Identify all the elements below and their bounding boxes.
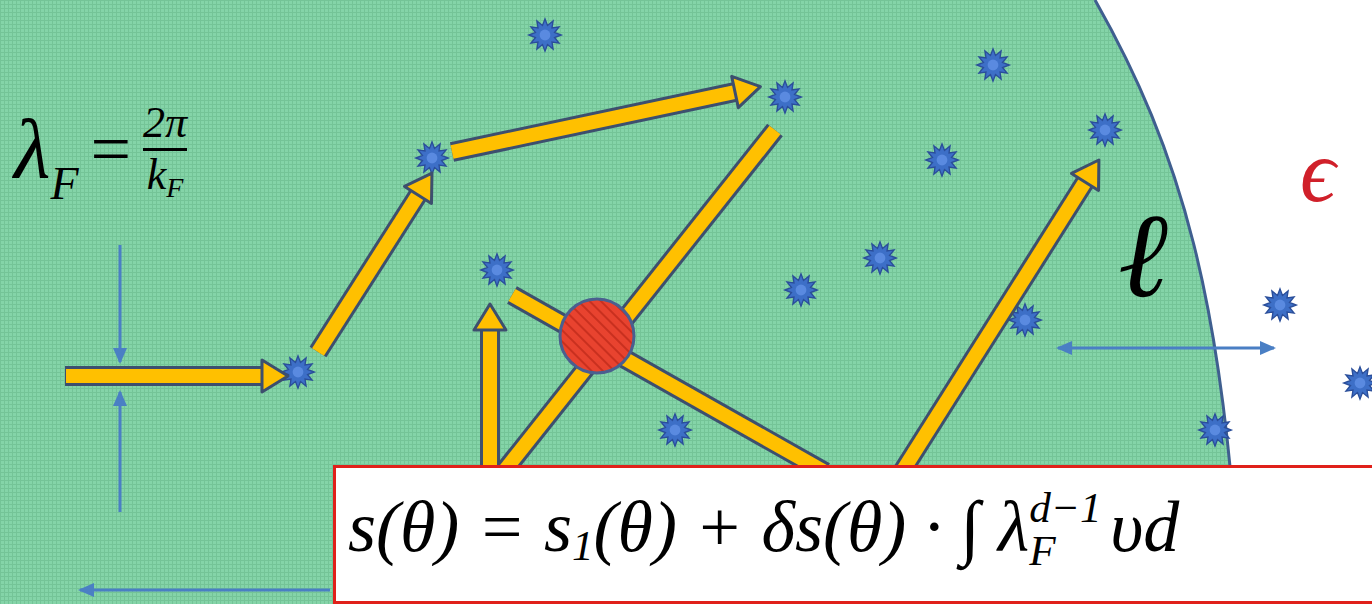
subscript: F bbox=[1029, 529, 1101, 572]
fraction: 2π kF bbox=[143, 100, 187, 197]
lambda-symbol: λ bbox=[14, 102, 50, 195]
numerator: 2π bbox=[143, 100, 187, 146]
epsilon-label: ϵ bbox=[1300, 128, 1335, 216]
formula-text: s(θ) = s bbox=[348, 487, 572, 567]
denominator: kF bbox=[147, 153, 184, 197]
formula-box: s(θ) = s1(θ) + δs(θ) · ∫ λd−1Fυd bbox=[333, 465, 1372, 604]
formula-text: (θ) + δs(θ) · ∫ λ bbox=[594, 487, 1030, 567]
superscript: d−1 bbox=[1029, 486, 1101, 529]
denominator-symbol: k bbox=[147, 150, 167, 199]
formula-text: υd bbox=[1110, 487, 1179, 567]
script-stack: d−1F bbox=[1029, 486, 1101, 572]
formula: s(θ) = s1(θ) + δs(θ) · ∫ λd−1Fυd bbox=[348, 486, 1179, 572]
subscript: F bbox=[166, 172, 183, 203]
symbol-group: λF bbox=[14, 107, 79, 191]
equals-sign: = bbox=[91, 113, 132, 185]
subscript: 1 bbox=[572, 522, 594, 569]
subscript: F bbox=[50, 158, 78, 209]
wavelength-label: λF=2π kF bbox=[14, 100, 187, 197]
mean-free-path-label: ℓ bbox=[1118, 196, 1168, 316]
